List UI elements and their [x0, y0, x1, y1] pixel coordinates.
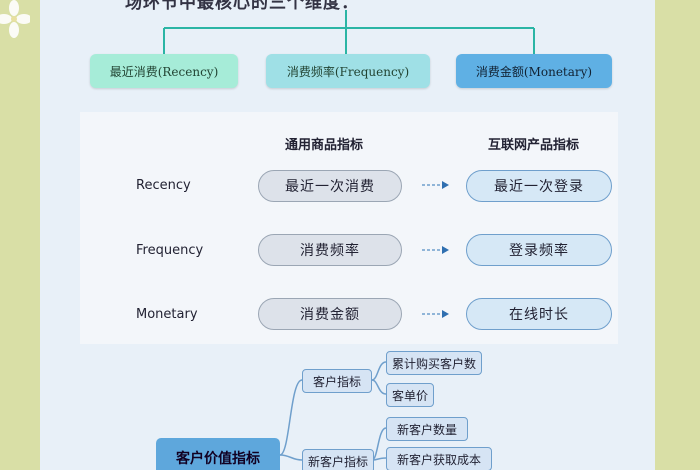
row-label-monetary: Monetary: [136, 307, 198, 322]
tree-branch-customer: 客户指标: [302, 369, 372, 393]
tree-leaf-avg-order-value: 客单价: [386, 383, 434, 407]
tree-leaf-acquisition-cost: 新客户获取成本: [386, 447, 492, 470]
arrow-right-icon: [422, 310, 449, 318]
row-label-recency: Recency: [136, 178, 191, 193]
internet-metric-recency: 最近一次登录: [466, 170, 612, 202]
internet-metric-frequency: 登录频率: [466, 234, 612, 266]
internet-metric-monetary: 在线时长: [466, 298, 612, 330]
comparison-panel: 通用商品指标 互联网产品指标 Recency 最近一次消费 最近一次登录 Fre…: [80, 112, 618, 344]
general-metric-recency: 最近一次消费: [258, 170, 402, 202]
content-card: 场环节中最核心的三个维度： 最近消费(Recency) 消费频率(Frequen…: [40, 0, 655, 470]
recency-box: 最近消费(Recency): [90, 54, 238, 88]
monetary-box: 消费金额(Monetary): [456, 54, 612, 88]
heading-text: 场环节中最核心的三个维度：: [125, 0, 359, 13]
flower-decoration-icon: [0, 0, 30, 38]
frequency-box: 消费频率(Frequency): [266, 54, 430, 88]
row-label-frequency: Frequency: [136, 243, 204, 258]
arrow-right-icon: [422, 246, 449, 254]
tree-root-customer-value: 客户价值指标: [156, 438, 280, 470]
arrow-right-icon: [422, 181, 449, 189]
tree-leaf-new-customer-count: 新客户数量: [386, 417, 468, 441]
column-title-internet: 互联网产品指标: [488, 138, 580, 153]
tree-leaf-cumulative-buyers: 累计购买客户数: [386, 351, 482, 375]
connector-lines: [163, 10, 535, 461]
column-title-general: 通用商品指标: [285, 138, 364, 153]
general-metric-frequency: 消费频率: [258, 234, 402, 266]
tree-branch-new-customer: 新客户指标: [302, 449, 374, 470]
general-metric-monetary: 消费金额: [258, 298, 402, 330]
